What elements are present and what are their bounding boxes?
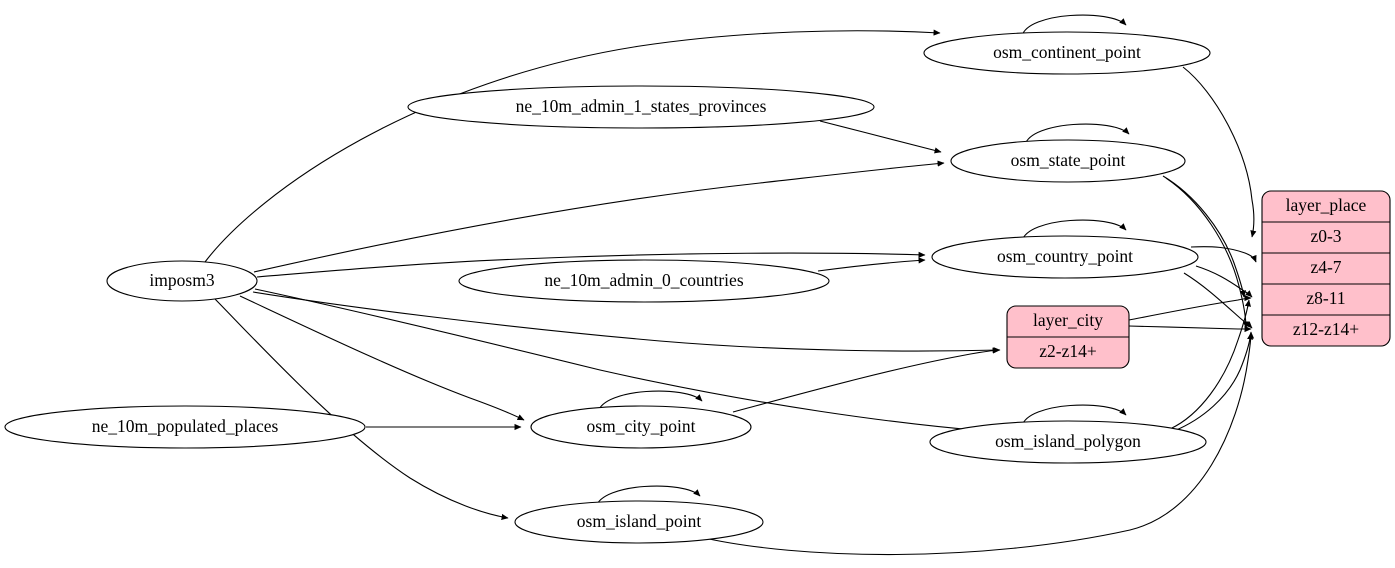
node-label-ne-populated-places: ne_10m_populated_places (92, 416, 279, 436)
record-row-layer-place-z4-7[interactable]: z4-7 (1310, 257, 1341, 277)
node-osm-continent-point[interactable]: osm_continent_point (923, 31, 1211, 75)
record-node-layer-place[interactable]: layer_place z0-3 z4-7 z8-11 z12-z14+ (1261, 190, 1391, 347)
edge-self-loop-osm-island-point (595, 485, 701, 508)
node-label-osm-continent-point: osm_continent_point (993, 42, 1141, 62)
node-ne-10m-populated-places[interactable]: ne_10m_populated_places (4, 405, 366, 449)
node-label-osm-state-point: osm_state_point (1011, 150, 1126, 170)
node-label-osm-country-point: osm_country_point (997, 246, 1133, 266)
edge-osm-island-point-to-layer-place-z12-z14 (699, 331, 1255, 556)
record-row-layer-place-z12-z14[interactable]: z12-z14+ (1293, 319, 1359, 339)
record-node-layer-city[interactable]: layer_city z2-z14+ (1006, 305, 1130, 369)
node-ne-10m-admin-0-countries[interactable]: ne_10m_admin_0_countries (458, 259, 830, 303)
edge-self-loop-osm-country-point (1021, 219, 1127, 242)
edge-ne-admin1-to-osm-state-point (819, 120, 942, 154)
record-row-layer-place-z8-11[interactable]: z8-11 (1306, 288, 1345, 308)
edge-self-loop-osm-state-point (1024, 123, 1130, 146)
record-header-layer-city: layer_city (1033, 310, 1103, 330)
node-osm-country-point[interactable]: osm_country_point (931, 235, 1199, 279)
node-label-osm-island-polygon: osm_island_polygon (995, 431, 1141, 451)
edge-osm-continent-point-to-layer-place-z0-3 (1182, 66, 1257, 238)
edge-imposm3-to-osm-island-point (214, 298, 509, 520)
node-label-ne-admin1: ne_10m_admin_1_states_provinces (516, 96, 767, 116)
node-osm-island-point[interactable]: osm_island_point (514, 500, 764, 544)
edge-imposm3-to-osm-city-point (239, 295, 525, 421)
edge-osm-country-point-to-layer-place-z4-7 (1190, 246, 1257, 263)
edge-osm-island-polygon-to-layer-place-z8-11 (1169, 299, 1251, 430)
node-label-ne-admin0: ne_10m_admin_0_countries (544, 270, 743, 290)
edge-imposm3-to-layer-city (252, 291, 1001, 354)
edge-imposm3-to-osm-island-polygon (254, 288, 986, 434)
edge-ne-admin0-to-osm-country-point (817, 257, 926, 272)
edge-self-loop-osm-city-point (597, 390, 703, 413)
edges-layer (204, 14, 1257, 556)
edge-osm-country-point-to-layer-place-z12-z14 (1183, 272, 1253, 329)
edge-self-loop-osm-continent-point (1021, 14, 1127, 37)
edge-imposm3-to-osm-state-point (253, 160, 945, 273)
edge-osm-city-point-to-layer-city (732, 347, 1000, 413)
node-label-osm-island-point: osm_island_point (577, 511, 702, 531)
record-row-layer-place-z0-3[interactable]: z0-3 (1310, 226, 1341, 246)
record-row-layer-city-z2-z14[interactable]: z2-z14+ (1039, 341, 1097, 361)
edge-osm-island-polygon-to-layer-place-z12-z14 (1173, 332, 1254, 432)
node-osm-island-polygon[interactable]: osm_island_polygon (929, 420, 1207, 464)
edge-imposm3-to-osm-continent-point (204, 29, 941, 263)
node-osm-city-point[interactable]: osm_city_point (530, 405, 752, 449)
nodes-layer: imposm3 ne_10m_admin_1_states_provinces … (4, 31, 1211, 544)
record-header-layer-place: layer_place (1286, 195, 1367, 215)
node-osm-state-point[interactable]: osm_state_point (950, 139, 1186, 183)
node-imposm3[interactable]: imposm3 (106, 260, 258, 302)
records-layer: layer_place z0-3 z4-7 z8-11 z12-z14+ lay… (1006, 190, 1391, 369)
edge-osm-state-point-to-layer-place-z8-11 (1162, 175, 1246, 298)
edge-layer-city-to-layer-place-z8-11 (1128, 294, 1252, 321)
node-label-osm-city-point: osm_city_point (587, 416, 696, 436)
edge-imposm3-to-osm-country-point (256, 251, 926, 278)
node-label-imposm3: imposm3 (149, 270, 214, 290)
node-ne-10m-admin-1-states-provinces[interactable]: ne_10m_admin_1_states_provinces (407, 85, 875, 129)
edge-self-loop-osm-island-polygon (1021, 404, 1127, 427)
edge-layer-city-to-layer-place-z12-z14 (1128, 325, 1252, 333)
